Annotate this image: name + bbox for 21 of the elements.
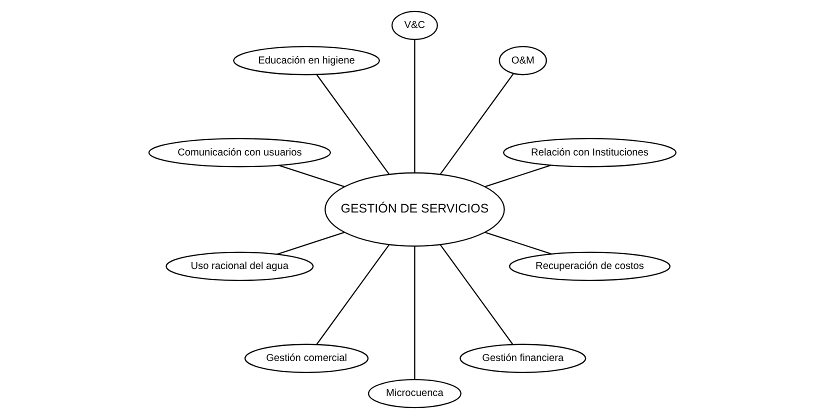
node-ellipse: Relación con Instituciones bbox=[502, 138, 676, 168]
node-ellipse: Microcuenca bbox=[367, 378, 461, 408]
node-ellipse: V&C bbox=[390, 10, 438, 40]
connector bbox=[439, 244, 513, 345]
connector bbox=[414, 40, 415, 173]
connector bbox=[316, 244, 390, 345]
node-ellipse: Uso racional del agua bbox=[165, 252, 314, 281]
connector bbox=[439, 73, 514, 175]
node-ellipse: Educación en higiene bbox=[232, 46, 380, 76]
node-ellipse: Recuperación de costos bbox=[508, 252, 670, 281]
connector bbox=[484, 232, 552, 255]
connector bbox=[278, 164, 344, 188]
node-ellipse: GESTIÓN DE SERVICIOS bbox=[324, 172, 504, 247]
node-ellipse: Gestión comercial bbox=[244, 344, 368, 374]
connector bbox=[484, 164, 551, 188]
node-ellipse: Comunicación con usuarios bbox=[148, 138, 330, 168]
node-ellipse: O&M bbox=[498, 46, 546, 76]
connector bbox=[276, 232, 344, 255]
node-ellipse: Gestión financiera bbox=[459, 344, 586, 374]
connector bbox=[414, 246, 415, 380]
connector bbox=[316, 74, 390, 175]
